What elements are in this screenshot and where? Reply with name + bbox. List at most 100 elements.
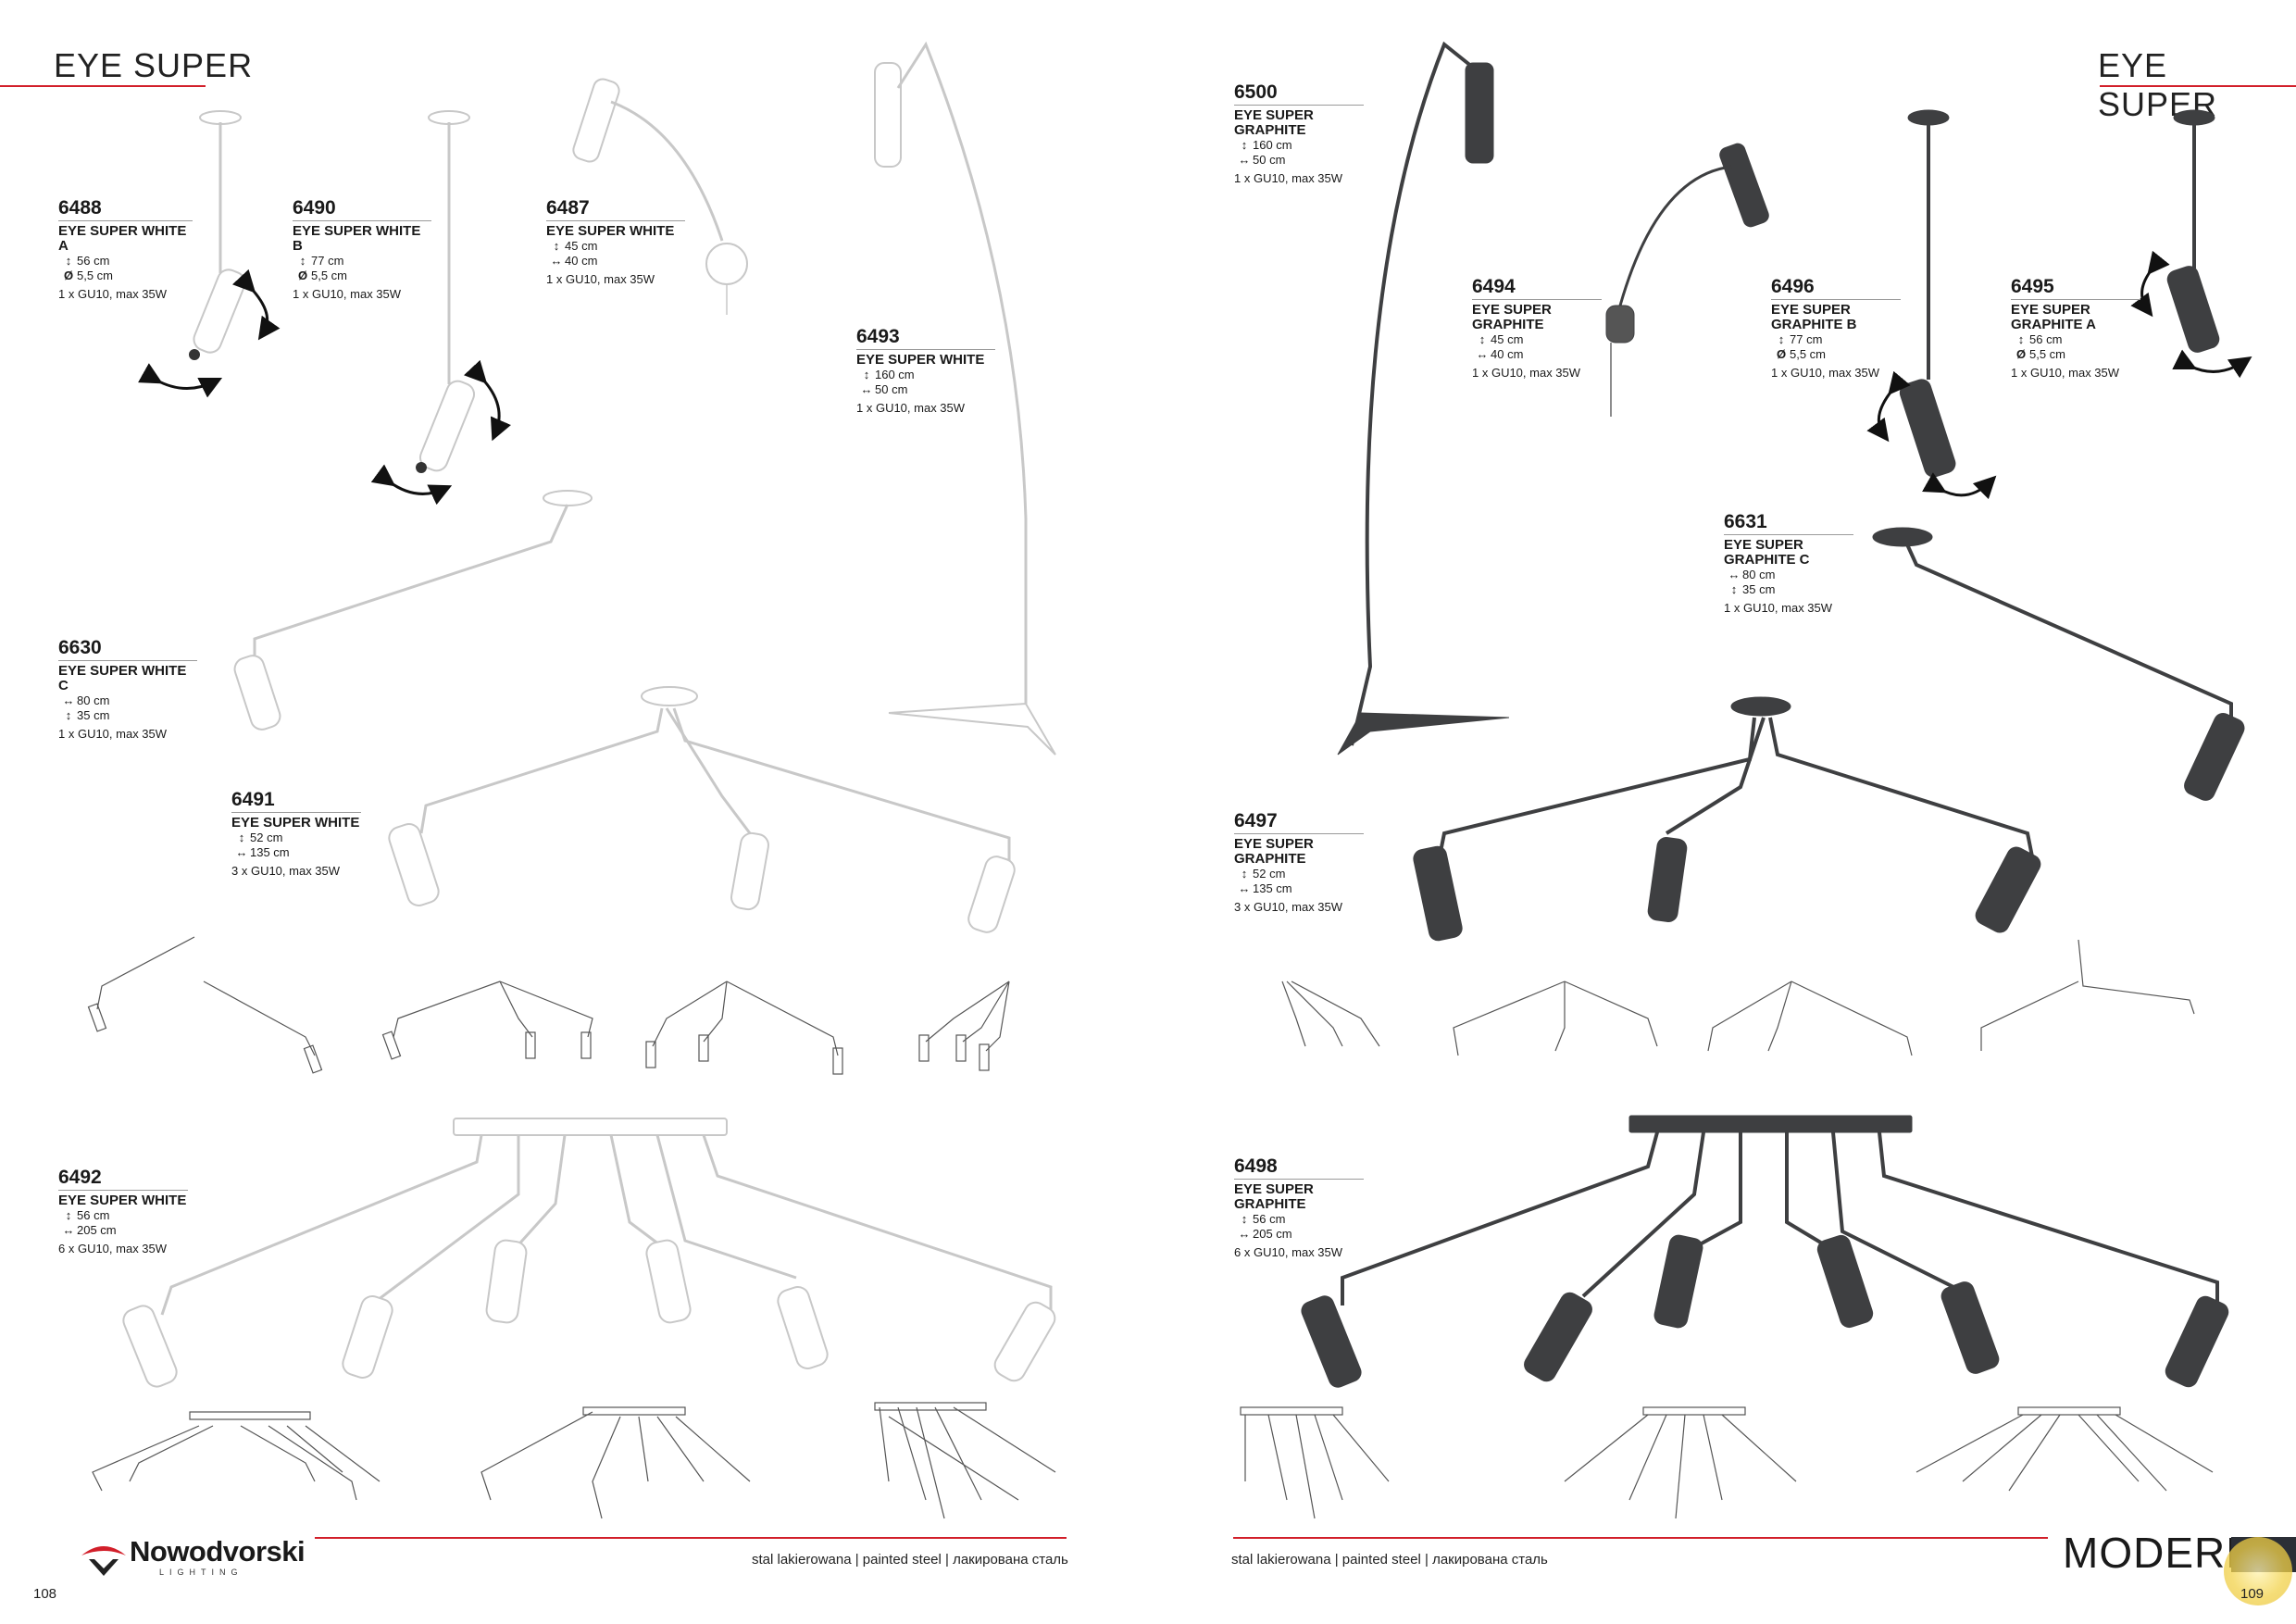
spec-value: 135 cm — [1253, 881, 1292, 895]
diameter-icon: Ø — [2015, 347, 2027, 361]
spec-width: ↔80 cm — [58, 693, 197, 708]
spec-height: ↕56 cm — [58, 254, 193, 269]
height-icon: ↕ — [1778, 332, 1785, 346]
underline — [1234, 833, 1364, 834]
power-spec: 1 x GU10, max 35W — [1472, 366, 1581, 380]
underline — [58, 1190, 188, 1191]
width-icon: ↔ — [1238, 881, 1251, 895]
rotate-arrow-icon — [138, 363, 223, 398]
spec-width: ↔135 cm — [1234, 881, 1364, 896]
diameter-icon: Ø — [297, 269, 308, 282]
configuration-sketches-right — [1240, 939, 2214, 1519]
product-6494: 6494 EYE SUPER GRAPHITE ↕45 cm ↔40 cm 1 … — [1472, 276, 1602, 381]
product-name: EYE SUPER WHITE — [231, 815, 360, 831]
spec-value: 205 cm — [77, 1223, 117, 1237]
product-6631: 6631 EYE SUPER GRAPHITE C ↔80 cm ↕35 cm … — [1724, 511, 1853, 616]
power-spec: 3 x GU10, max 35W — [1234, 900, 1343, 914]
width-icon: ↔ — [1238, 153, 1251, 167]
page-number-right: 109 — [2240, 1586, 2265, 1602]
product-code: 6495 — [2011, 276, 2054, 297]
product-name-line-1: EYE SUPER — [1234, 107, 1314, 123]
lamp-6500-illustration — [1337, 41, 1510, 756]
product-name: EYE SUPER WHITE B — [293, 223, 421, 254]
product-code: 6496 — [1771, 276, 1815, 297]
width-icon: ↔ — [62, 693, 75, 707]
rotate-arrow-icon — [2130, 250, 2170, 318]
spec-value: 5,5 cm — [311, 269, 348, 282]
spec-width: ↔205 cm — [1234, 1227, 1364, 1242]
page-number-left: 108 — [33, 1586, 57, 1602]
product-code: 6630 — [58, 637, 102, 658]
left-page-title: EYE SUPER — [54, 46, 254, 84]
height-icon: ↕ — [238, 831, 245, 844]
power-spec: 1 x GU10, max 35W — [58, 727, 168, 741]
width-icon: ↔ — [62, 1223, 75, 1237]
underline — [1472, 299, 1602, 300]
spec-value: 160 cm — [1253, 138, 1292, 152]
spec-value: 77 cm — [311, 254, 344, 268]
material-note-left: stal lakierowana | painted steel | лакир… — [752, 1552, 1068, 1568]
product-name-line-2: GRAPHITE — [1234, 1196, 1306, 1212]
brand-name: Nowodvorski — [130, 1535, 306, 1568]
product-name-line-1: EYE SUPER — [1234, 1181, 1314, 1197]
spec-height: ↕ 160 cm — [856, 368, 995, 382]
product-name-line-2: GRAPHITE — [1472, 317, 1544, 332]
product-6500: 6500 EYE SUPER GRAPHITE ↕160 cm ↔50 cm 1… — [1234, 81, 1364, 186]
product-name: EYE SUPER WHITE A — [58, 223, 187, 254]
product-6492: 6492 EYE SUPER WHITE ↕56 cm ↔205 cm 6 x … — [58, 1167, 188, 1256]
height-icon: ↕ — [863, 368, 870, 381]
product-6497: 6497 EYE SUPER GRAPHITE ↕52 cm ↔135 cm 3… — [1234, 810, 1364, 915]
lamp-6495-illustration — [2166, 109, 2220, 353]
product-name-line-2: GRAPHITE C — [1724, 552, 1810, 568]
width-icon: ↔ — [1476, 347, 1489, 361]
power-spec: 6 x GU10, max 35W — [58, 1242, 168, 1255]
spec-height: ↕56 cm — [58, 1208, 188, 1223]
spec-value: 50 cm — [875, 382, 908, 396]
product-code: 6492 — [58, 1167, 102, 1188]
spec-width: ↔50 cm — [856, 382, 995, 397]
rotate-arrow-icon — [463, 359, 511, 442]
product-name-line-1: EYE SUPER — [1771, 302, 1851, 318]
lamp-6493-illustration — [874, 41, 1056, 756]
power-spec: 6 x GU10, max 35W — [1234, 1245, 1343, 1259]
spec-value: 35 cm — [1742, 582, 1776, 596]
height-icon: ↕ — [553, 239, 560, 253]
product-name-line-2: GRAPHITE B — [1771, 317, 1857, 332]
lamp-6488-illustration — [189, 110, 246, 360]
lamp-6498-illustration — [1301, 1115, 2229, 1388]
spec-height: ↕45 cm — [1472, 332, 1602, 347]
spec-value: 35 cm — [77, 708, 110, 722]
spec-value: 77 cm — [1790, 332, 1823, 346]
product-code: 6494 — [1472, 276, 1516, 297]
power-spec: 1 x GU10, max 35W — [546, 272, 655, 286]
underline — [1771, 299, 1901, 300]
rotate-arrow-icon — [231, 269, 281, 341]
product-name: EYE SUPER WHITE — [58, 1193, 187, 1208]
spec-width: ↔135 cm — [231, 845, 361, 860]
width-icon: ↔ — [235, 845, 248, 859]
lamp-6492-illustration — [122, 1118, 1056, 1388]
product-6491: 6491 EYE SUPER WHITE ↕52 cm ↔135 cm 3 x … — [231, 789, 361, 879]
spec-value: 160 cm — [875, 368, 915, 381]
spec-height: ↕52 cm — [231, 831, 361, 845]
product-code: 6631 — [1724, 511, 1767, 532]
rotate-arrow-icon — [2172, 349, 2252, 379]
spec-value: 45 cm — [565, 239, 598, 253]
spec-height: ↕ 77 cm — [1771, 332, 1901, 347]
spec-height: ↕35 cm — [58, 708, 197, 723]
product-code: 6493 — [856, 326, 900, 347]
spec-value: 56 cm — [1253, 1212, 1286, 1226]
underline — [293, 220, 431, 221]
product-name-line-2: GRAPHITE — [1234, 851, 1306, 867]
brand-subtitle: LIGHTING — [159, 1568, 243, 1577]
power-spec: 1 x GU10, max 35W — [856, 401, 966, 415]
lamp-6630-illustration — [233, 490, 593, 731]
width-icon: ↔ — [1238, 1227, 1251, 1241]
right-footer-rule — [1233, 1537, 2048, 1539]
